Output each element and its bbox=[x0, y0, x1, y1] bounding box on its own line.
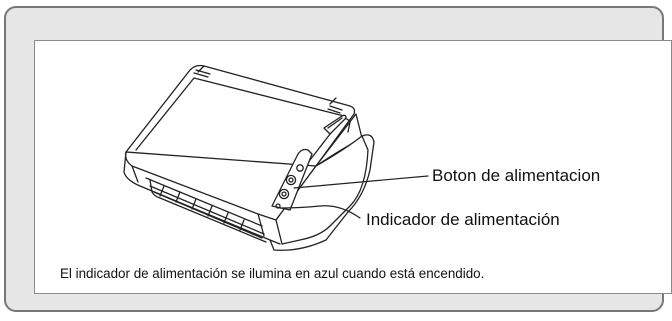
figure-caption: El indicador de alimentación se ilumina … bbox=[60, 266, 485, 281]
scanner-base bbox=[269, 211, 349, 251]
leader-line-power-button bbox=[293, 175, 429, 189]
scanner-side-panel bbox=[275, 114, 375, 245]
power-button-icon bbox=[278, 188, 290, 200]
leader-line-power-indicator bbox=[279, 205, 361, 219]
control-panel bbox=[271, 148, 313, 211]
scanner-lid bbox=[125, 64, 356, 167]
button-icon bbox=[296, 164, 304, 172]
callout-power-button: Boton de alimentacion bbox=[432, 166, 601, 185]
power-indicator-icon bbox=[275, 203, 281, 209]
callout-power-indicator: Indicador de alimentación bbox=[366, 210, 560, 229]
scanner-body bbox=[123, 113, 363, 245]
button-icon bbox=[285, 174, 297, 186]
